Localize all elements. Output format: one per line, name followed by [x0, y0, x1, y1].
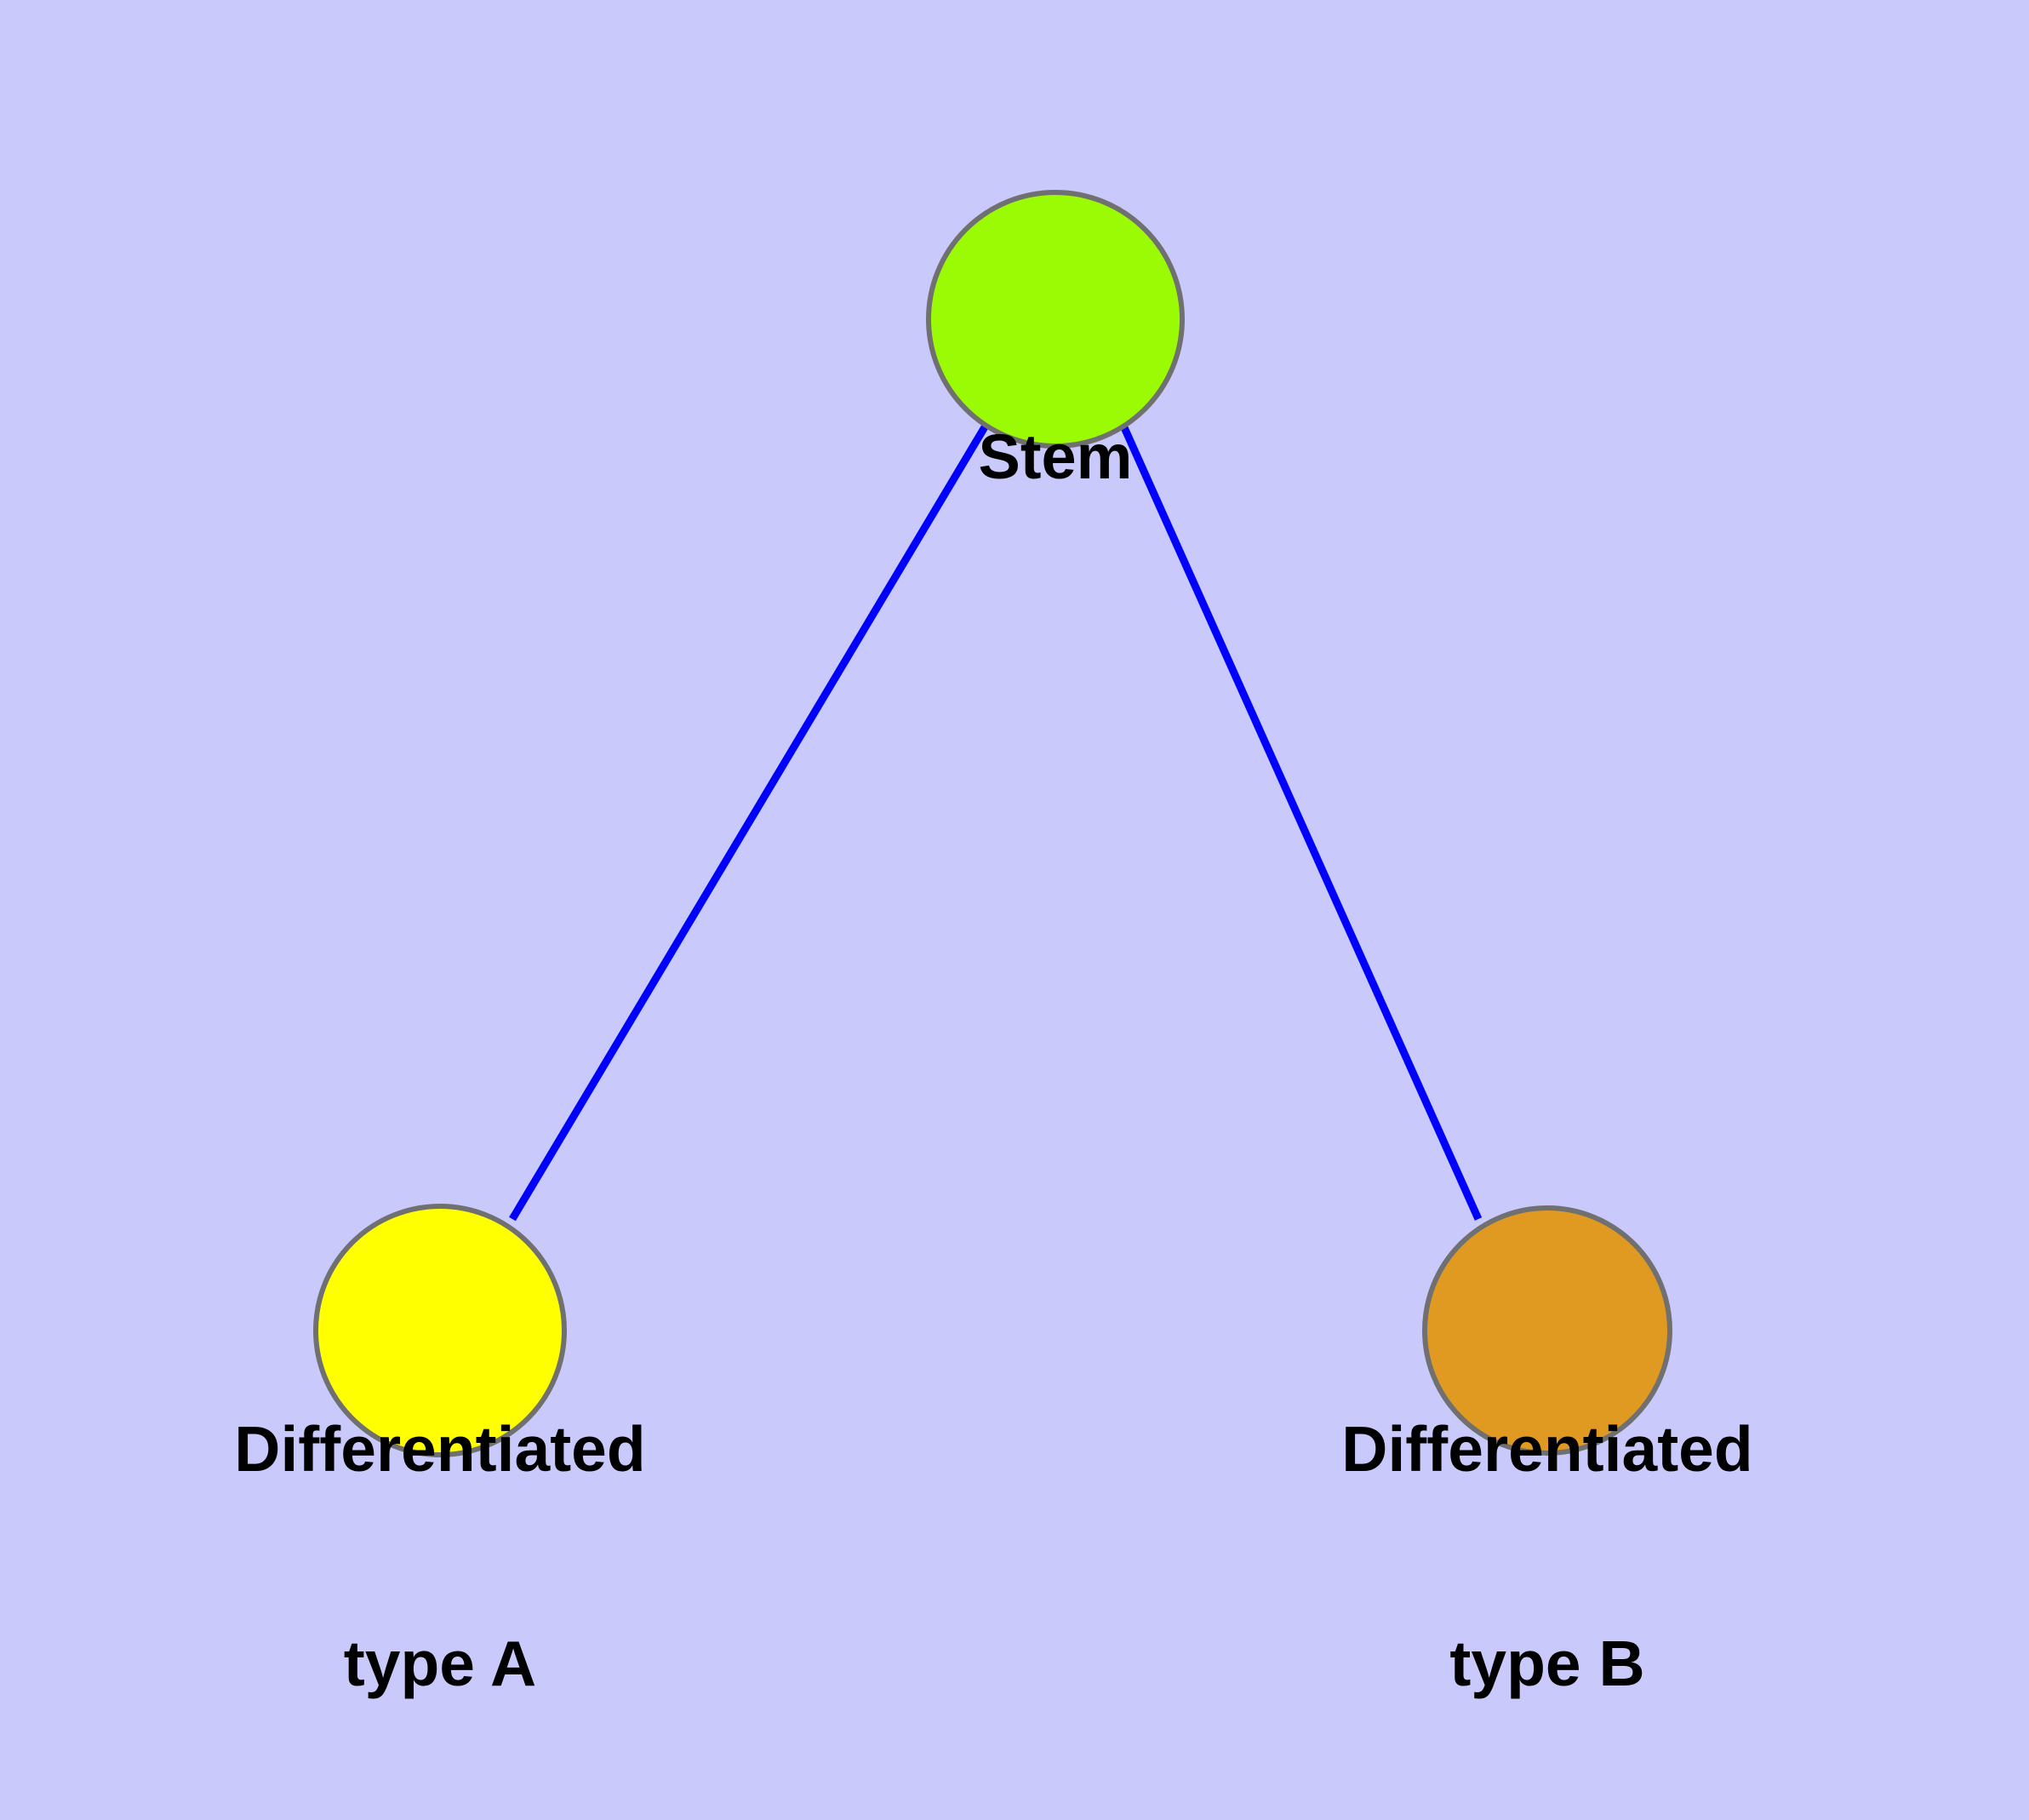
node-stem-circle[interactable]: [926, 190, 1185, 449]
node-diff-b-circle[interactable]: [1422, 1205, 1672, 1456]
edge-stem-to-diff-b[interactable]: [1119, 424, 1483, 1221]
edge-stem-to-diff-a[interactable]: [509, 423, 989, 1222]
node-diff-a-circle[interactable]: [313, 1204, 567, 1457]
